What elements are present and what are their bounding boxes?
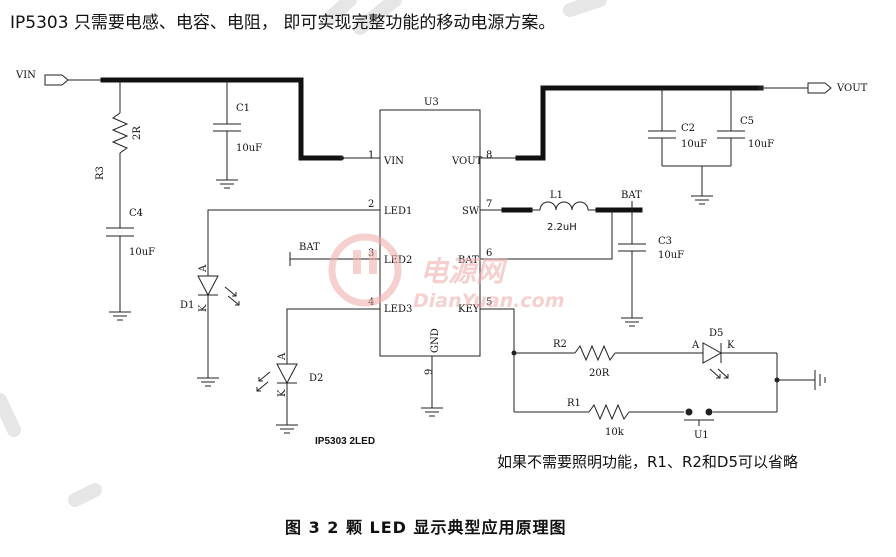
- c1-value: 10uF: [236, 143, 262, 154]
- ground-symbol-right: [814, 370, 826, 390]
- pin-8-name: VOUT: [451, 156, 483, 167]
- r3-ref: R3: [95, 166, 106, 180]
- pin-7-number: 7: [486, 199, 492, 210]
- d2-ref: D2: [309, 373, 323, 384]
- r2-resistor: [574, 344, 616, 362]
- r1-ref: R1: [567, 398, 581, 409]
- vout-rail: [515, 85, 764, 161]
- bat-net-label-led2: BAT: [299, 242, 320, 253]
- pin-6-name: BAT: [458, 255, 479, 266]
- ground-symbol-c2c5: [691, 195, 713, 205]
- l1-ref: L1: [550, 190, 563, 201]
- vout-port-arrow: [807, 82, 832, 94]
- vin-port-label: VIN: [15, 70, 36, 81]
- c3-ref: C3: [658, 236, 672, 247]
- c5-ref: C5: [740, 116, 754, 127]
- page-header-text: IP5303 只需要电感、电容、电阻， 即可实现完整功能的移动电源方案。: [10, 13, 556, 33]
- l1-inductor: [539, 201, 589, 211]
- d2-led: [276, 363, 298, 385]
- c4-value: 10uF: [129, 247, 155, 258]
- pin-4-name: LED3: [384, 304, 412, 315]
- d5-led: [702, 342, 723, 364]
- d5-anode: A: [691, 340, 700, 351]
- d1-cathode: K: [198, 304, 209, 312]
- u1-ref: U1: [694, 430, 709, 441]
- pin-1-number: 1: [368, 150, 374, 161]
- ground-symbol-ic: [421, 407, 443, 417]
- vout-port-label: VOUT: [836, 83, 868, 94]
- ground-symbol-c4: [109, 311, 131, 321]
- pin-2-number: 2: [368, 199, 374, 210]
- l1-value: 2.2uH: [547, 222, 577, 233]
- figure-caption: 图 3 2 颗 LED 显示典型应用原理图: [285, 518, 567, 537]
- d2-cathode: K: [277, 389, 288, 397]
- c2-value: 10uF: [681, 139, 707, 150]
- pin-9-number: 9: [424, 369, 435, 375]
- r2-value: 20R: [589, 368, 610, 379]
- watermark-logo-text: 电源网: [420, 255, 508, 288]
- d2-anode: A: [277, 352, 288, 361]
- pin-5-number: 5: [486, 297, 492, 308]
- d5-light-arrows-icon: [709, 368, 729, 379]
- c3-value: 10uF: [658, 250, 684, 261]
- ic-ref: U3: [424, 97, 439, 108]
- vin-rail: [100, 77, 343, 161]
- d2-light-arrows-icon: [256, 371, 271, 392]
- dianyuan-watermark-logo: 电源网 DianYuan.com: [328, 233, 565, 312]
- pin-6-number: 6: [486, 248, 492, 259]
- ic-u3-body: [379, 109, 481, 357]
- watermark-url-text: DianYuan.com: [413, 290, 565, 312]
- c2-ref: C2: [681, 123, 695, 134]
- ground-symbol-d1: [197, 377, 219, 387]
- pin-7-name: SW: [462, 206, 480, 217]
- bat-net-label-sw: BAT: [621, 190, 642, 201]
- c4-ref: C4: [129, 208, 143, 219]
- d1-ref: D1: [180, 300, 194, 311]
- c1-ref: C1: [236, 103, 250, 114]
- pin-9-name: GND: [430, 328, 441, 353]
- ground-symbol-c3: [621, 317, 643, 327]
- r1-resistor: [588, 403, 630, 421]
- d1-led: [197, 275, 219, 297]
- c5-value: 10uF: [748, 139, 774, 150]
- omit-note: 如果不需要照明功能，R1、R2和D5可以省略: [497, 453, 799, 471]
- pin-1-name: VIN: [383, 156, 404, 167]
- r3-value: 2R: [132, 126, 143, 140]
- vin-junction: [340, 156, 344, 160]
- u1-push-button: [684, 408, 714, 426]
- pin-8-number: 8: [486, 150, 492, 161]
- vin-port-arrow: [44, 74, 69, 86]
- d1-light-arrows-icon: [224, 286, 240, 306]
- ground-symbol-d2: [276, 424, 298, 434]
- d5-cathode: K: [727, 340, 735, 351]
- d5-ref: D5: [709, 328, 723, 339]
- ic-part-label: IP5303 2LED: [315, 436, 376, 447]
- ground-symbol-c1: [216, 179, 238, 189]
- r2-ref: R2: [553, 339, 567, 350]
- pin-2-name: LED1: [384, 206, 412, 217]
- d1-anode: A: [198, 264, 209, 273]
- decorative-strokes: [0, 0, 607, 507]
- pin-5-name: KEY: [458, 304, 480, 315]
- r1-value: 10k: [605, 427, 625, 438]
- r3-resistor: [111, 112, 129, 154]
